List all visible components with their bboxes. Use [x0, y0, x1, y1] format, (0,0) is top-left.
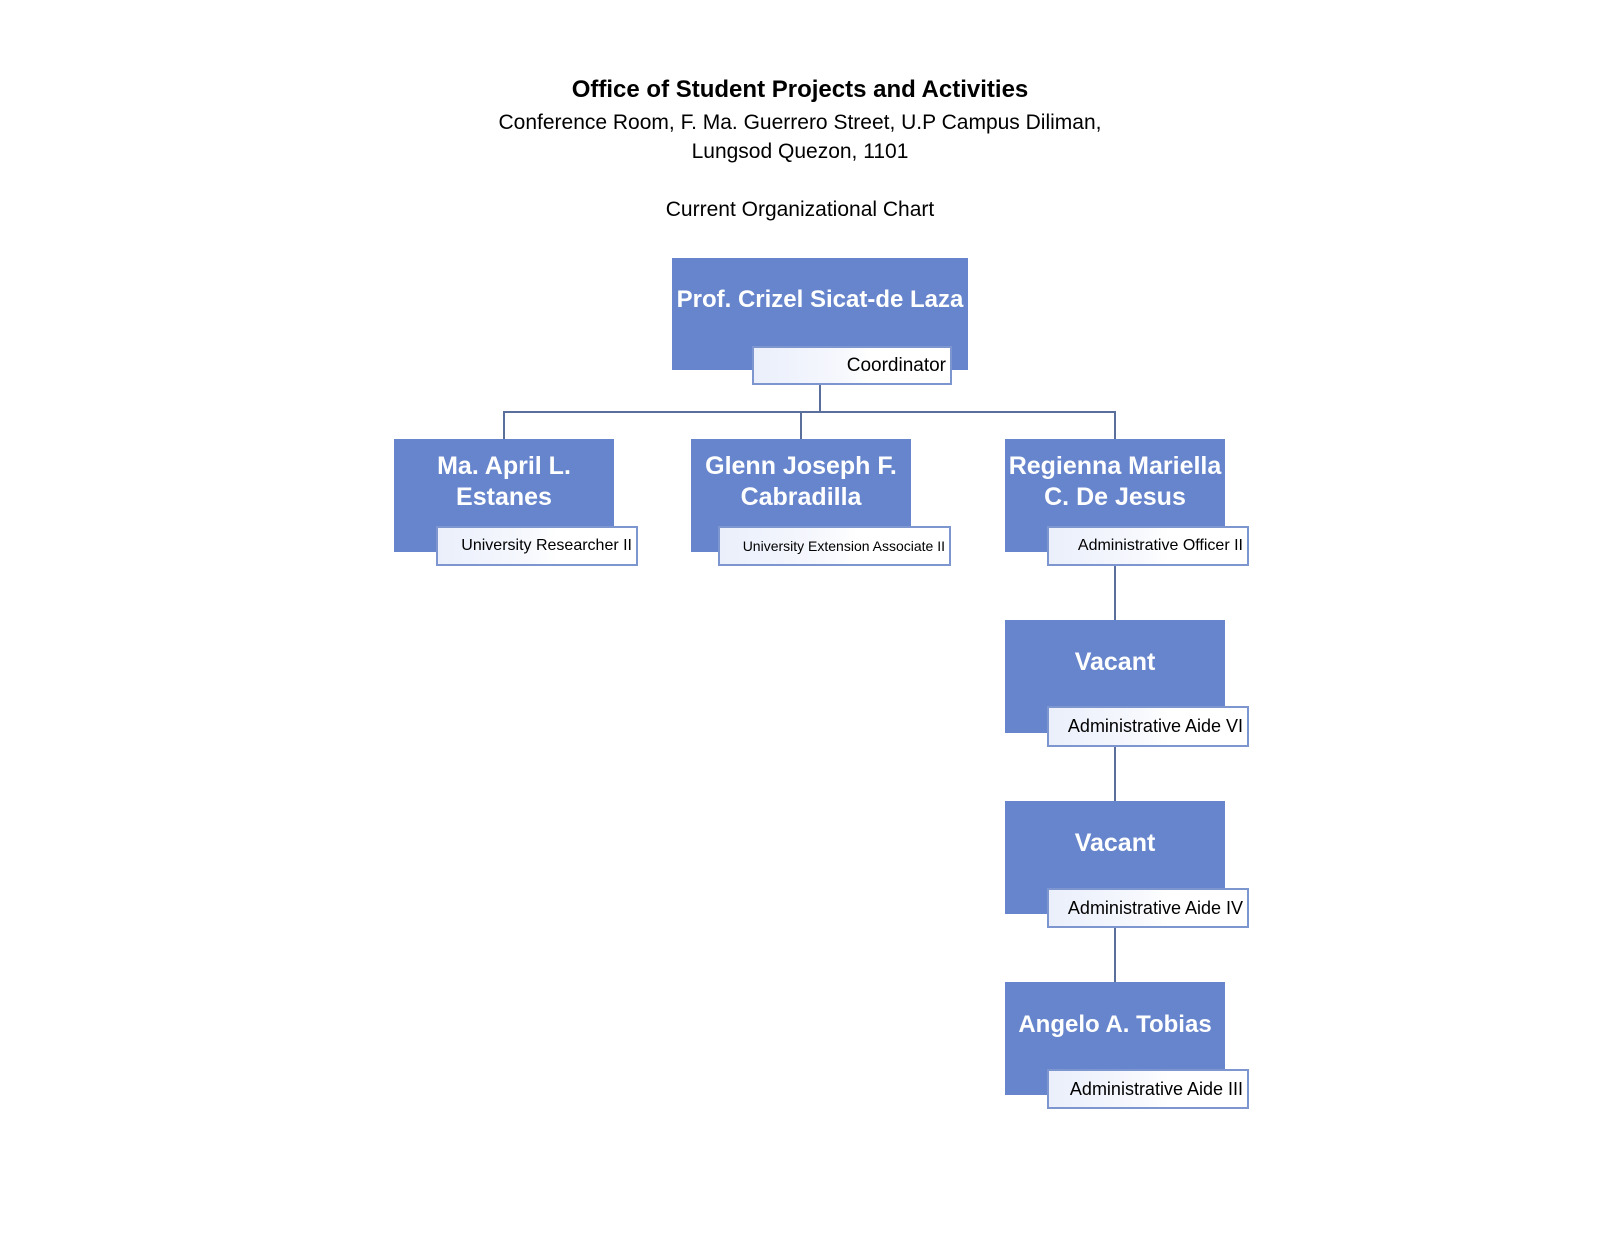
- org-address-line-1: Conference Room, F. Ma. Guerrero Street,…: [498, 111, 1102, 134]
- org-address-line-2: Lungsod Quezon, 1101: [691, 140, 909, 163]
- role-label-aide-vi: Administrative Aide VI: [1047, 706, 1249, 747]
- role-label-estanes: University Researcher II: [436, 526, 638, 566]
- node-name: Vacant: [1074, 648, 1156, 677]
- role-label-cabradilla: University Extension Associate II: [718, 526, 951, 566]
- role-label-coordinator: Coordinator: [752, 346, 952, 385]
- chart-title: Current Organizational Chart: [665, 198, 935, 221]
- node-name: Glenn Joseph F. Cabradilla: [705, 452, 897, 511]
- org-title: Office of Student Projects and Activitie…: [571, 76, 1029, 103]
- node-name: Angelo A. Tobias: [1018, 1010, 1212, 1038]
- node-name: Prof. Crizel Sicat-de Laza: [676, 286, 964, 314]
- node-name: Regienna Mariella C. De Jesus: [1008, 452, 1222, 511]
- role-label-dejesus: Administrative Officer II: [1047, 526, 1249, 566]
- node-name: Ma. April L. Estanes: [437, 452, 571, 511]
- role-label-tobias: Administrative Aide III: [1047, 1069, 1249, 1109]
- role-label-aide-iv: Administrative Aide IV: [1047, 888, 1249, 928]
- node-name: Vacant: [1074, 829, 1156, 858]
